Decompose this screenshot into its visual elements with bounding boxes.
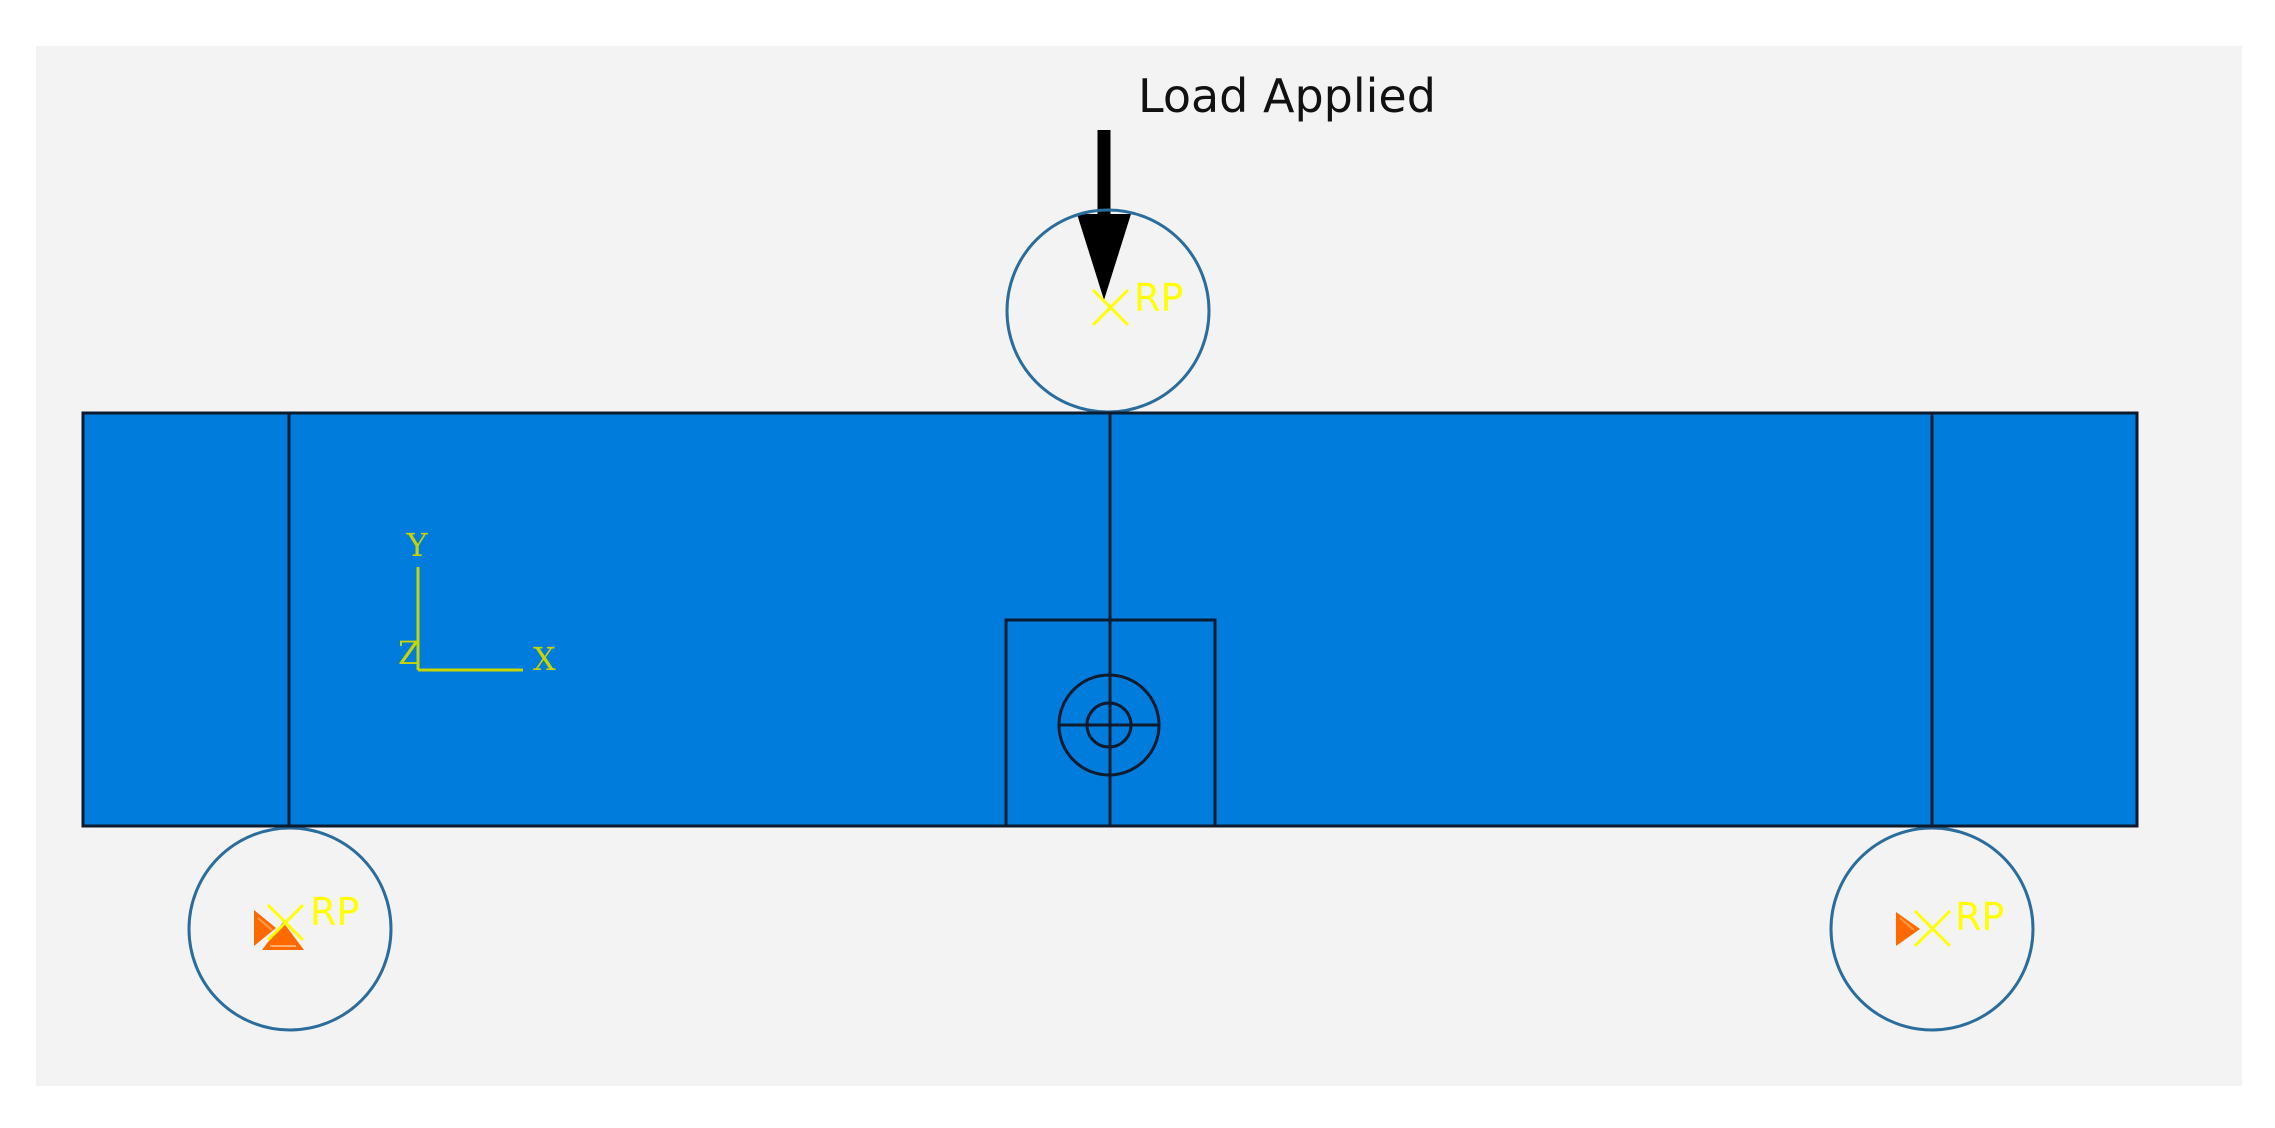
triad-z-label: Z <box>398 634 420 672</box>
beam-specimen <box>81 411 2139 828</box>
rp-label-top: RP <box>1134 276 1183 320</box>
reference-point-top: RP <box>1091 276 1183 327</box>
load-label: Load Applied <box>1138 69 1436 123</box>
right-support-roller-circle <box>1829 826 2035 1032</box>
notch-partition <box>1004 618 1217 828</box>
left-support-roller-circle <box>187 826 393 1032</box>
boundary-condition-right-icon <box>1896 912 1920 946</box>
triad-y-label: Y <box>405 526 428 564</box>
load-arrow <box>1077 130 1131 300</box>
rp-label-left: RP <box>310 890 359 934</box>
coordinate-triad: Y X Z <box>398 526 556 678</box>
reference-point-left: RP <box>254 890 359 950</box>
rp-label-right: RP <box>1955 895 2004 939</box>
boundary-condition-left-icon <box>254 910 304 950</box>
crack-tip-marker <box>1057 673 1161 777</box>
reference-point-right: RP <box>1896 895 2004 948</box>
triad-x-label: X <box>533 640 556 678</box>
